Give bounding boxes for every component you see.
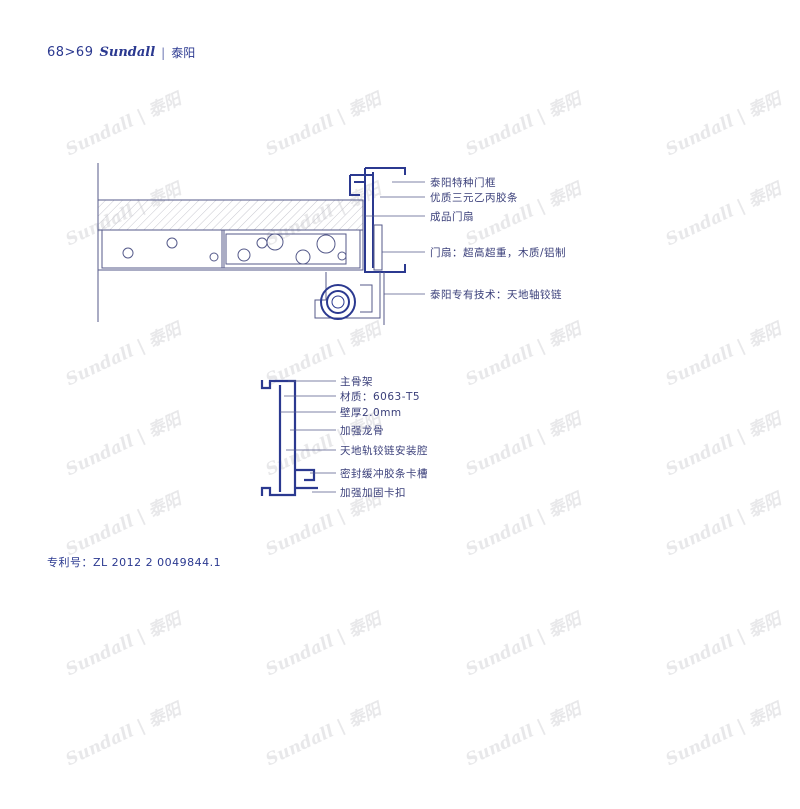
brand-logo: Sundall	[99, 45, 156, 60]
frame-profile	[260, 379, 318, 497]
page-numbers: 68>69	[47, 45, 94, 60]
label-main-frame: 主骨架	[340, 376, 373, 388]
label-pivot-hinge: 泰阳专有技术：天地轴铰链	[430, 289, 562, 301]
label-seal-groove: 密封缓冲胶条卡槽	[340, 468, 428, 480]
label-reinforcing-keel: 加强龙骨	[340, 425, 384, 437]
label-hinge-cavity: 天地轨铰链安装腔	[340, 445, 428, 457]
page-header: 68>69 Sundall | 泰阳	[47, 44, 195, 61]
label-finished-leaf: 成品门扇	[430, 211, 474, 223]
label-epdm-strip: 优质三元乙丙胶条	[430, 192, 518, 204]
door-frame	[314, 167, 406, 325]
top-leaders	[365, 181, 425, 295]
label-material: 材质：6063-T5	[340, 391, 421, 403]
label-special-frame: 泰阳特种门框	[430, 177, 496, 189]
label-door-leaf-spec: 门扇：超高超重，木质/铝制	[430, 247, 567, 259]
profile-leaders	[280, 380, 336, 493]
door-leaf	[97, 199, 364, 271]
brand-name-cn: 泰阳	[171, 46, 196, 60]
patent-number: 专利号：ZL 2012 2 0049844.1	[47, 556, 222, 569]
brand-separator: |	[161, 45, 166, 60]
label-wall-thickness: 壁厚2.0mm	[340, 407, 402, 419]
label-reinforcing-clip: 加强加固卡扣	[340, 487, 406, 499]
